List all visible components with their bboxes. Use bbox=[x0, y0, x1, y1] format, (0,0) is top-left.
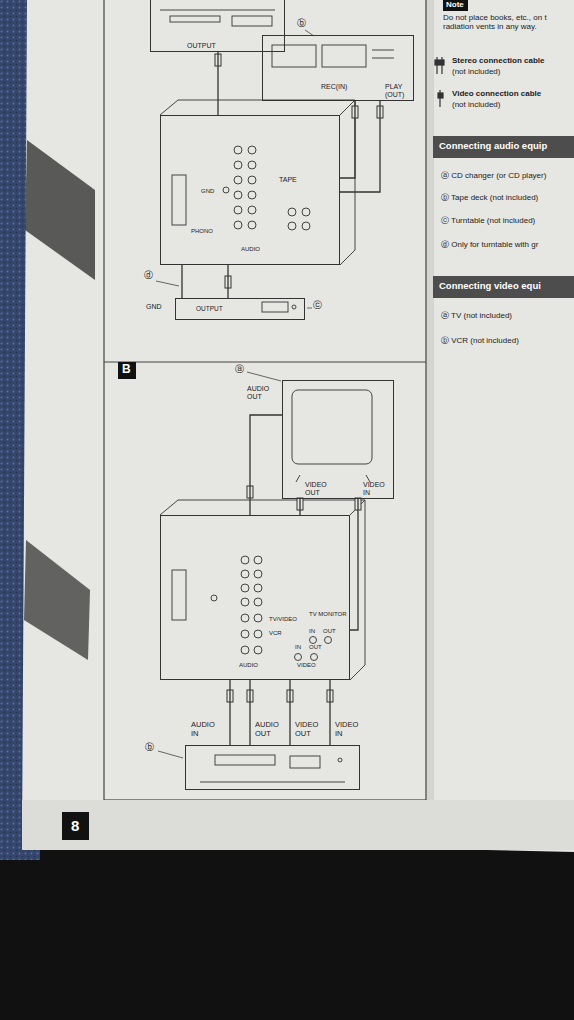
jack-label: PLAY (OUT) bbox=[385, 83, 411, 99]
cd-player: OUTPUT bbox=[150, 0, 285, 52]
callout-number: ⓒ bbox=[313, 300, 322, 310]
cable bbox=[340, 101, 380, 192]
jack-label: VCR bbox=[269, 630, 282, 637]
callout-number: ⓑ bbox=[297, 18, 306, 28]
jack-label: AUDIO bbox=[241, 246, 260, 253]
jack-label: OUT bbox=[309, 644, 322, 651]
section-label: B bbox=[118, 362, 136, 379]
paper-page bbox=[22, 0, 574, 852]
shadow bbox=[25, 140, 95, 280]
jack-label: AUDIO IN bbox=[191, 721, 223, 738]
jack-label: VIDEO IN bbox=[363, 481, 391, 497]
cable bbox=[340, 101, 355, 178]
cable-icons bbox=[435, 57, 444, 107]
jack-label: REC(IN) bbox=[321, 83, 347, 91]
cable bbox=[227, 265, 228, 298]
vcr: AUDIO INAUDIO OUTVIDEO OUTVIDEO IN bbox=[185, 745, 360, 790]
header-text: Connecting audio equip bbox=[439, 141, 547, 152]
header-text: Connecting video equi bbox=[439, 281, 541, 292]
jack-label: GND bbox=[201, 188, 214, 195]
tag-text: 8 bbox=[71, 817, 79, 834]
cable bbox=[249, 680, 250, 745]
item-note: (not included) bbox=[452, 100, 500, 109]
cable bbox=[217, 52, 218, 115]
tag-text: Note bbox=[446, 0, 464, 9]
note-tag: Note bbox=[443, 0, 468, 11]
jack-label: TAPE bbox=[279, 176, 297, 184]
jack-label: TV MONITOR bbox=[309, 611, 347, 618]
page-number-box: 8 bbox=[62, 812, 89, 840]
note-text: Do not place books, etc., on t radiation… bbox=[443, 13, 569, 31]
cable bbox=[299, 499, 300, 515]
cable bbox=[329, 680, 330, 745]
cable-plugs bbox=[215, 54, 383, 702]
gutter bbox=[426, 0, 434, 800]
callout-number: ⓑ bbox=[145, 742, 154, 752]
list-item: ⓐ TV (not included) bbox=[441, 311, 512, 320]
leader-lines bbox=[156, 30, 314, 758]
item-note: (not included) bbox=[452, 67, 500, 76]
section-header: Connecting audio equip bbox=[433, 136, 574, 158]
cable bbox=[181, 265, 182, 298]
jack-label: VIDEO OUT bbox=[305, 481, 337, 497]
section-header: Connecting video equi bbox=[433, 276, 574, 298]
item-name: Stereo connection cable bbox=[452, 56, 544, 65]
jack-label: AUDIO OUT bbox=[247, 385, 279, 401]
cable bbox=[229, 680, 230, 745]
callout-number: ⓓ bbox=[144, 270, 153, 280]
jack-label: VIDEO IN bbox=[335, 721, 363, 738]
tag-text: B bbox=[122, 363, 131, 377]
diagram-frame bbox=[104, 0, 426, 800]
jack-label: VIDEO bbox=[297, 662, 316, 669]
cable bbox=[350, 499, 358, 630]
jack-label: IN bbox=[309, 628, 315, 635]
jack-label: OUT bbox=[323, 628, 336, 635]
cable bbox=[289, 680, 290, 745]
jack-label: IN bbox=[295, 644, 301, 651]
item-name: Video connection cable bbox=[452, 89, 541, 98]
amplifier: TAPE GND PHONO AUDIO bbox=[160, 115, 340, 265]
tape-deck: REC(IN) PLAY (OUT) bbox=[262, 35, 414, 101]
jack-label: AUDIO OUT bbox=[255, 721, 287, 738]
jack-label: PHONO bbox=[191, 228, 213, 235]
shadow bbox=[24, 540, 90, 660]
television: AUDIO OUTVIDEO OUTVIDEO IN bbox=[282, 380, 394, 499]
list-item: ⓐ CD changer (or CD player) bbox=[441, 171, 546, 180]
callout-number: ⓐ bbox=[235, 364, 244, 374]
device-details bbox=[160, 10, 394, 782]
list-item: ⓑ VCR (not included) bbox=[441, 336, 519, 345]
jack-label: OUTPUT bbox=[187, 42, 216, 50]
list-item: ⓑ Tape deck (not included) bbox=[441, 193, 538, 202]
jack-label: OUTPUT bbox=[196, 305, 223, 312]
jack-label: VIDEO OUT bbox=[295, 721, 327, 738]
jack-label: AUDIO bbox=[239, 662, 258, 669]
jack-label: GND bbox=[146, 303, 162, 311]
jack-label: TV/VIDEO bbox=[269, 616, 297, 623]
cable bbox=[250, 415, 282, 515]
receiver: TV/VIDEO VCR TV MONITOR IN OUT IN OUT VIDEO AUDI… bbox=[160, 515, 350, 680]
list-item: ⓒ Turntable (not included) bbox=[441, 216, 535, 225]
turntable: GNDOUTPUT bbox=[175, 298, 305, 320]
page-footer-band bbox=[22, 800, 574, 850]
list-item: ⓓ Only for turntable with gr bbox=[441, 240, 538, 249]
